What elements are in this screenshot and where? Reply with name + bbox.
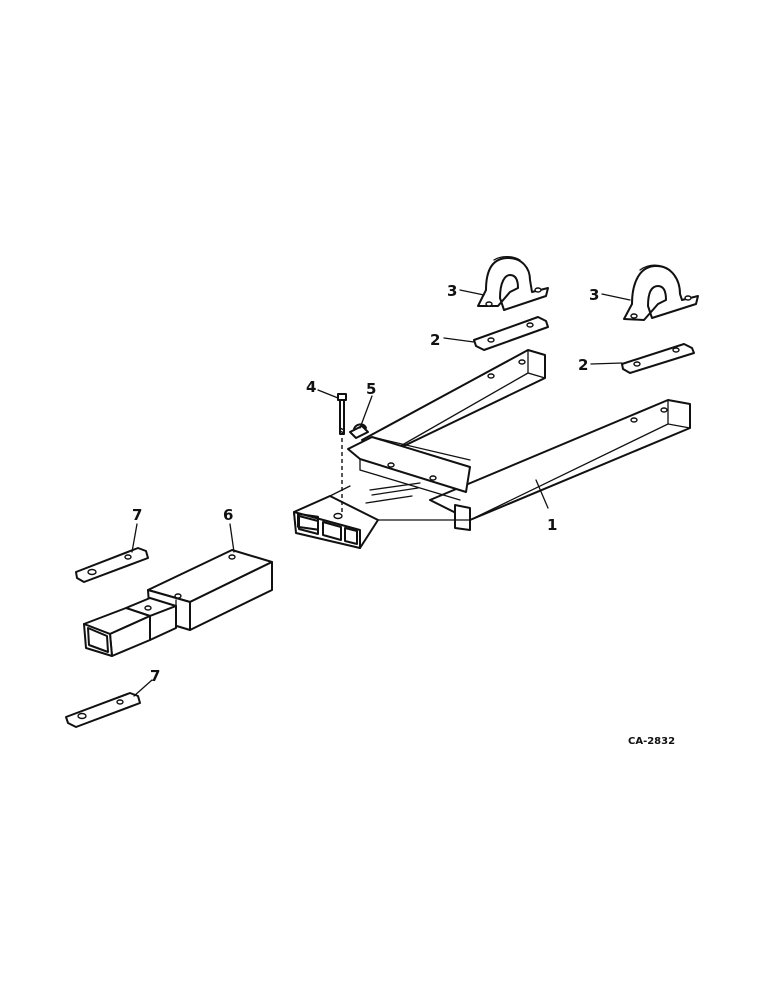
figure-code: CA-2832 [628, 736, 675, 747]
callout-2-right: 2 [578, 356, 588, 374]
callout-7-upper: 7 [132, 506, 142, 524]
extension-tube [83, 549, 273, 657]
callout-5: 5 [366, 380, 376, 398]
callout-3-left: 3 [447, 282, 457, 300]
callout-7-lower: 7 [150, 667, 160, 685]
lock-washer-nut [349, 423, 369, 439]
strap-plate-upper [75, 547, 149, 583]
mounting-plate-left [473, 316, 549, 351]
callout-3-right: 3 [589, 286, 599, 304]
a-frame-hitch [293, 349, 691, 549]
strap-plate-lower [65, 692, 141, 728]
callout-6: 6 [223, 506, 233, 524]
u-clamp-left [477, 255, 549, 311]
bolt [337, 393, 347, 512]
callout-1: 1 [547, 516, 557, 534]
callout-4: 4 [306, 378, 316, 396]
u-clamp-right [623, 264, 699, 321]
callout-2-left: 2 [430, 331, 440, 349]
mounting-plate-right [621, 343, 695, 374]
leader-lines [131, 289, 631, 697]
